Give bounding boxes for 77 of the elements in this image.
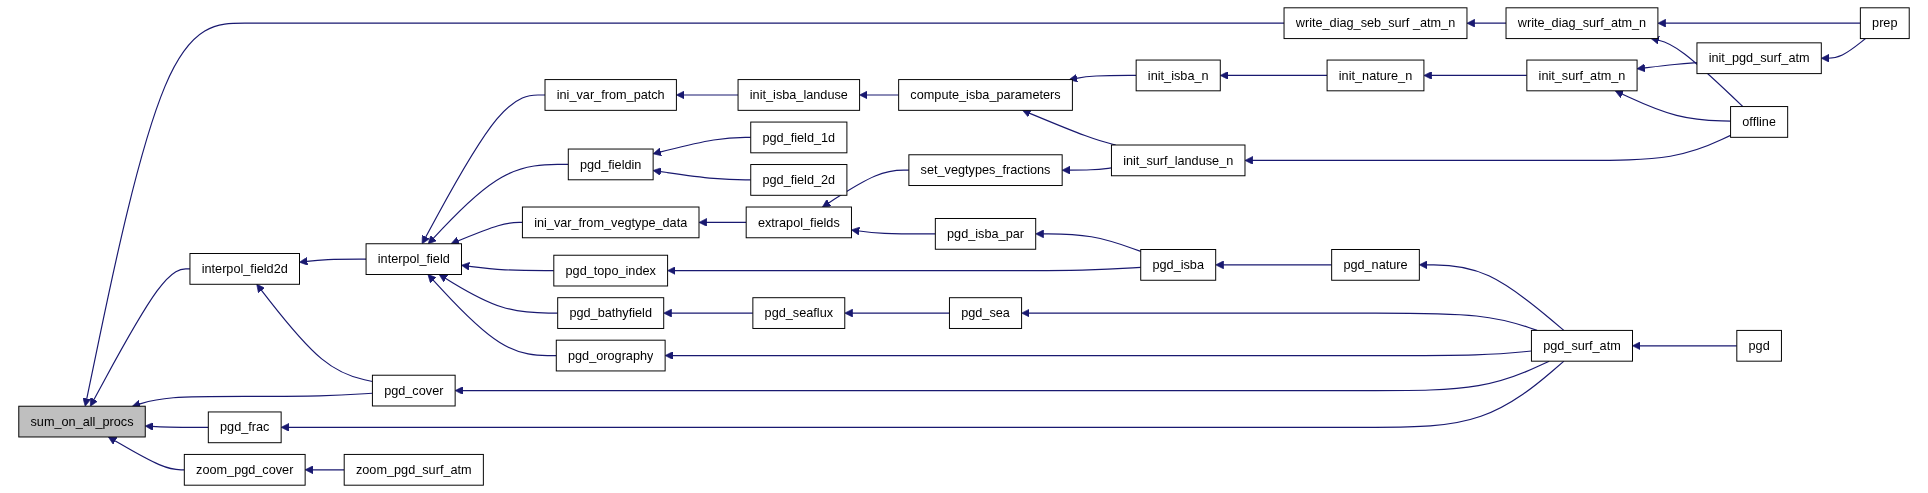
arrow — [454, 360, 1550, 395]
node-box: pgd_frac — [207, 411, 282, 444]
arrow — [144, 422, 209, 431]
node-box: write_diag_seb_surf _atm_n — [1283, 7, 1468, 40]
arrow — [89, 268, 191, 407]
arrow — [1614, 90, 1732, 122]
arrow — [663, 308, 754, 318]
node-box: extrapol_fields — [745, 206, 852, 239]
node-box: interpol_field — [365, 243, 462, 275]
arrow — [1636, 62, 1698, 73]
arrow — [1061, 165, 1113, 175]
arrow — [427, 163, 569, 245]
node-box: ini_var_from_vegtype_data — [521, 206, 700, 239]
node-box: pgd_bathyfield — [557, 297, 665, 329]
arrow — [1244, 134, 1732, 165]
arrow — [1418, 260, 1565, 331]
node-box: offline — [1730, 106, 1789, 138]
arrow — [844, 308, 951, 318]
node-box: pgd_surf_atm — [1530, 329, 1633, 362]
node-box: init_surf_atm_n — [1526, 59, 1638, 92]
node-box: pgd_topo_index — [553, 254, 669, 287]
node-box: pgd_field_2d — [750, 164, 848, 196]
node-box: zoom_pgd_cover — [183, 453, 306, 486]
arrow — [1068, 73, 1137, 83]
arrow — [299, 257, 367, 266]
node-box: interpol_field2d — [189, 253, 300, 285]
arrow — [1650, 36, 1744, 108]
arrow — [1657, 18, 1861, 28]
node-box: pgd_isba — [1140, 249, 1217, 281]
arrow — [1215, 260, 1333, 270]
arrow — [304, 465, 345, 475]
arrow — [698, 218, 747, 227]
arrow — [652, 136, 752, 157]
node-box: pgd_seaflux — [752, 297, 846, 329]
node-box: pgd_field_1d — [750, 121, 848, 154]
arrow — [1632, 341, 1738, 351]
node-box: init_isba_n — [1135, 59, 1221, 92]
node-box: init_pgd_surf_atm — [1696, 42, 1822, 75]
arrow — [1021, 308, 1538, 331]
arrow — [427, 274, 557, 357]
arrow — [1466, 18, 1507, 28]
arrow — [461, 262, 555, 272]
arrow — [108, 436, 185, 471]
node-box: sum_on_all_procs — [18, 405, 146, 438]
arrow — [652, 167, 752, 181]
node-box: init_nature_n — [1326, 59, 1425, 92]
arrow — [450, 221, 523, 245]
node-box: set_vegtypes_fractions — [908, 154, 1063, 186]
node-box: pgd_cover — [371, 374, 456, 407]
arrow — [822, 169, 910, 208]
node-box: pgd — [1736, 329, 1782, 362]
node-box: pgd_sea — [948, 297, 1023, 329]
arrow — [82, 22, 1285, 407]
node-box: pgd_orography — [555, 339, 666, 372]
arrow — [851, 226, 936, 236]
node-box: compute_isba_parameters — [898, 79, 1073, 111]
arrow — [859, 90, 900, 100]
node-box: zoom_pgd_surf_atm — [343, 453, 484, 486]
arrow — [421, 94, 546, 245]
arrow — [1035, 229, 1142, 252]
node-box: pgd_fieldin — [567, 148, 654, 181]
arrow — [664, 350, 1532, 360]
node-box: pgd_nature — [1331, 249, 1420, 281]
node-box: write_diag_surf_atm_n — [1505, 7, 1659, 40]
arrow — [667, 266, 1142, 275]
node-box: prep — [1859, 7, 1910, 40]
node-box: init_surf_landuse_n — [1110, 144, 1246, 177]
arrow — [1423, 71, 1528, 80]
node-box: pgd_isba_par — [934, 218, 1037, 250]
arrow — [676, 90, 739, 100]
node-box: init_isba_landuse — [737, 79, 861, 111]
node-box: ini_var_from_patch — [544, 79, 677, 111]
arrow — [1820, 38, 1867, 63]
arrow — [438, 274, 559, 314]
arrow — [280, 360, 1565, 432]
arrow — [1219, 71, 1328, 80]
arrow — [256, 283, 373, 383]
